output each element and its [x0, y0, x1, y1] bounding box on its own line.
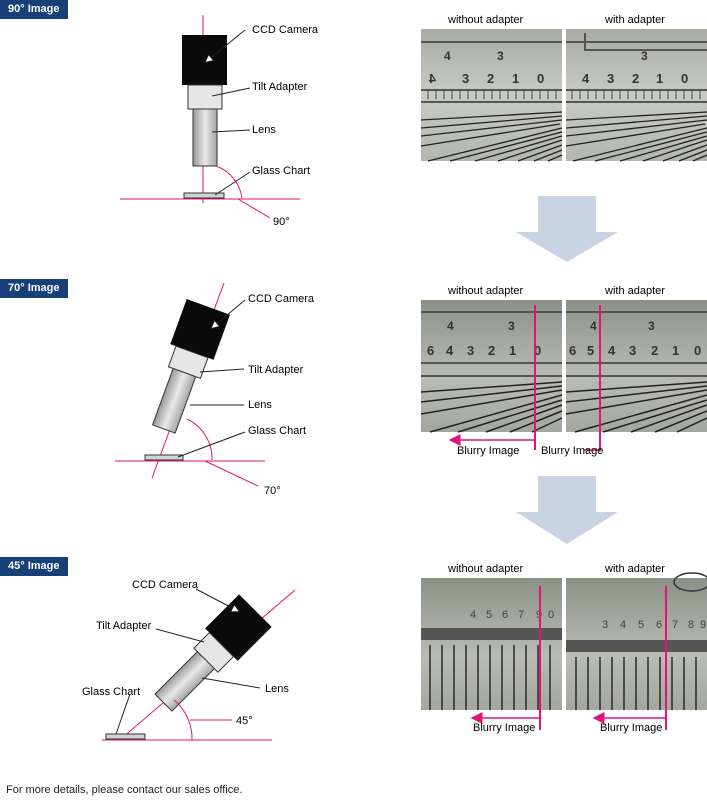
- badge-90: 90° Image: [0, 0, 68, 19]
- svg-text:3: 3: [497, 49, 504, 63]
- svg-text:4: 4: [582, 71, 590, 86]
- svg-text:4: 4: [428, 71, 436, 86]
- ccd-camera-70: [170, 298, 230, 360]
- svg-text:3: 3: [467, 343, 474, 358]
- tilt-adapter-90: [187, 84, 223, 110]
- svg-text:0: 0: [537, 71, 544, 86]
- svg-text:3: 3: [641, 49, 648, 63]
- svg-text:3: 3: [607, 71, 614, 86]
- svg-text:6: 6: [569, 343, 576, 358]
- badge-70: 70° Image: [0, 279, 68, 298]
- svg-text:1: 1: [656, 71, 663, 86]
- down-arrow-1: [516, 196, 618, 262]
- lens-70: [151, 367, 197, 434]
- caption-without-45: without adapter: [447, 563, 524, 575]
- svg-text:2: 2: [632, 71, 639, 86]
- angle-label-70: 70°: [264, 485, 281, 497]
- svg-text:0: 0: [681, 71, 688, 86]
- svg-text:1: 1: [672, 343, 679, 358]
- angle-label-45: 45°: [236, 715, 253, 727]
- label-chart-90: Glass Chart: [252, 165, 310, 177]
- diagram-90: CCD Camera Tilt Adapter Lens Glass Chart…: [120, 15, 319, 228]
- svg-text:4: 4: [447, 319, 454, 333]
- svg-text:0: 0: [694, 343, 701, 358]
- label-chart-70: Glass Chart: [248, 425, 306, 437]
- svg-text:1: 1: [509, 343, 516, 358]
- caption-with-70: with adapter: [604, 285, 665, 297]
- footer-note: For more details, please contact our sal…: [6, 784, 243, 796]
- svg-text:6: 6: [656, 619, 662, 631]
- angle-label-90: 90°: [273, 216, 290, 228]
- svg-text:4: 4: [470, 609, 476, 621]
- glass-chart-90: [183, 192, 225, 199]
- svg-text:3: 3: [462, 71, 469, 86]
- svg-text:5: 5: [587, 343, 594, 358]
- label-adapter-70: Tilt Adapter: [248, 364, 304, 376]
- caption-without-90: without adapter: [447, 14, 524, 26]
- blurry-label-70-with: Blurry Image: [541, 445, 603, 457]
- label-camera-45: CCD Camera: [132, 579, 199, 591]
- badge-45: 45° Image: [0, 557, 68, 576]
- glass-chart-45: [105, 733, 146, 740]
- label-lens-70: Lens: [248, 399, 272, 411]
- svg-text:6: 6: [502, 609, 508, 621]
- svg-text:7: 7: [672, 619, 678, 631]
- svg-text:2: 2: [487, 71, 494, 86]
- lens-90: [192, 108, 218, 167]
- photo-row-45: without adapter with adapter 456790 3456…: [421, 563, 707, 734]
- blurry-label-45-with: Blurry Image: [600, 722, 662, 734]
- svg-text:8: 8: [688, 619, 694, 631]
- svg-text:3: 3: [508, 319, 515, 333]
- lens-45: [154, 650, 216, 712]
- label-camera-70: CCD Camera: [248, 293, 315, 305]
- label-adapter-90: Tilt Adapter: [252, 81, 308, 93]
- svg-text:4: 4: [608, 343, 616, 358]
- svg-text:4: 4: [446, 343, 454, 358]
- label-lens-90: Lens: [252, 124, 276, 136]
- ccd-camera-90: [182, 35, 227, 85]
- svg-text:3: 3: [629, 343, 636, 358]
- blurry-label-45-without: Blurry Image: [473, 722, 535, 734]
- svg-text:7: 7: [518, 609, 524, 621]
- photo-without-45: 456790: [421, 578, 562, 730]
- caption-without-70: without adapter: [447, 285, 524, 297]
- svg-text:4: 4: [444, 49, 451, 63]
- caption-with-45: with adapter: [604, 563, 665, 575]
- diagram-45: CCD Camera Tilt Adapter Lens Glass Chart…: [82, 579, 296, 741]
- svg-text:3: 3: [602, 619, 608, 631]
- svg-text:2: 2: [488, 343, 495, 358]
- label-lens-45: Lens: [265, 683, 289, 695]
- caption-with-90: with adapter: [604, 14, 665, 26]
- svg-text:0: 0: [548, 609, 554, 621]
- svg-text:9: 9: [700, 619, 706, 631]
- glass-chart-70: [144, 454, 184, 461]
- svg-text:5: 5: [638, 619, 644, 631]
- svg-text:6: 6: [427, 343, 434, 358]
- svg-text:3: 3: [648, 319, 655, 333]
- label-chart-45: Glass Chart: [82, 686, 140, 698]
- svg-text:0: 0: [534, 343, 541, 358]
- label-camera-90: CCD Camera: [252, 24, 319, 36]
- down-arrow-2: [516, 476, 618, 544]
- svg-text:5: 5: [486, 609, 492, 621]
- diagram-70: CCD Camera Tilt Adapter Lens Glass Chart…: [115, 282, 315, 497]
- svg-text:2: 2: [651, 343, 658, 358]
- blurry-label-70-without: Blurry Image: [457, 445, 519, 457]
- label-adapter-45: Tilt Adapter: [96, 620, 152, 632]
- svg-text:4: 4: [590, 319, 597, 333]
- svg-text:4: 4: [620, 619, 626, 631]
- svg-text:1: 1: [512, 71, 519, 86]
